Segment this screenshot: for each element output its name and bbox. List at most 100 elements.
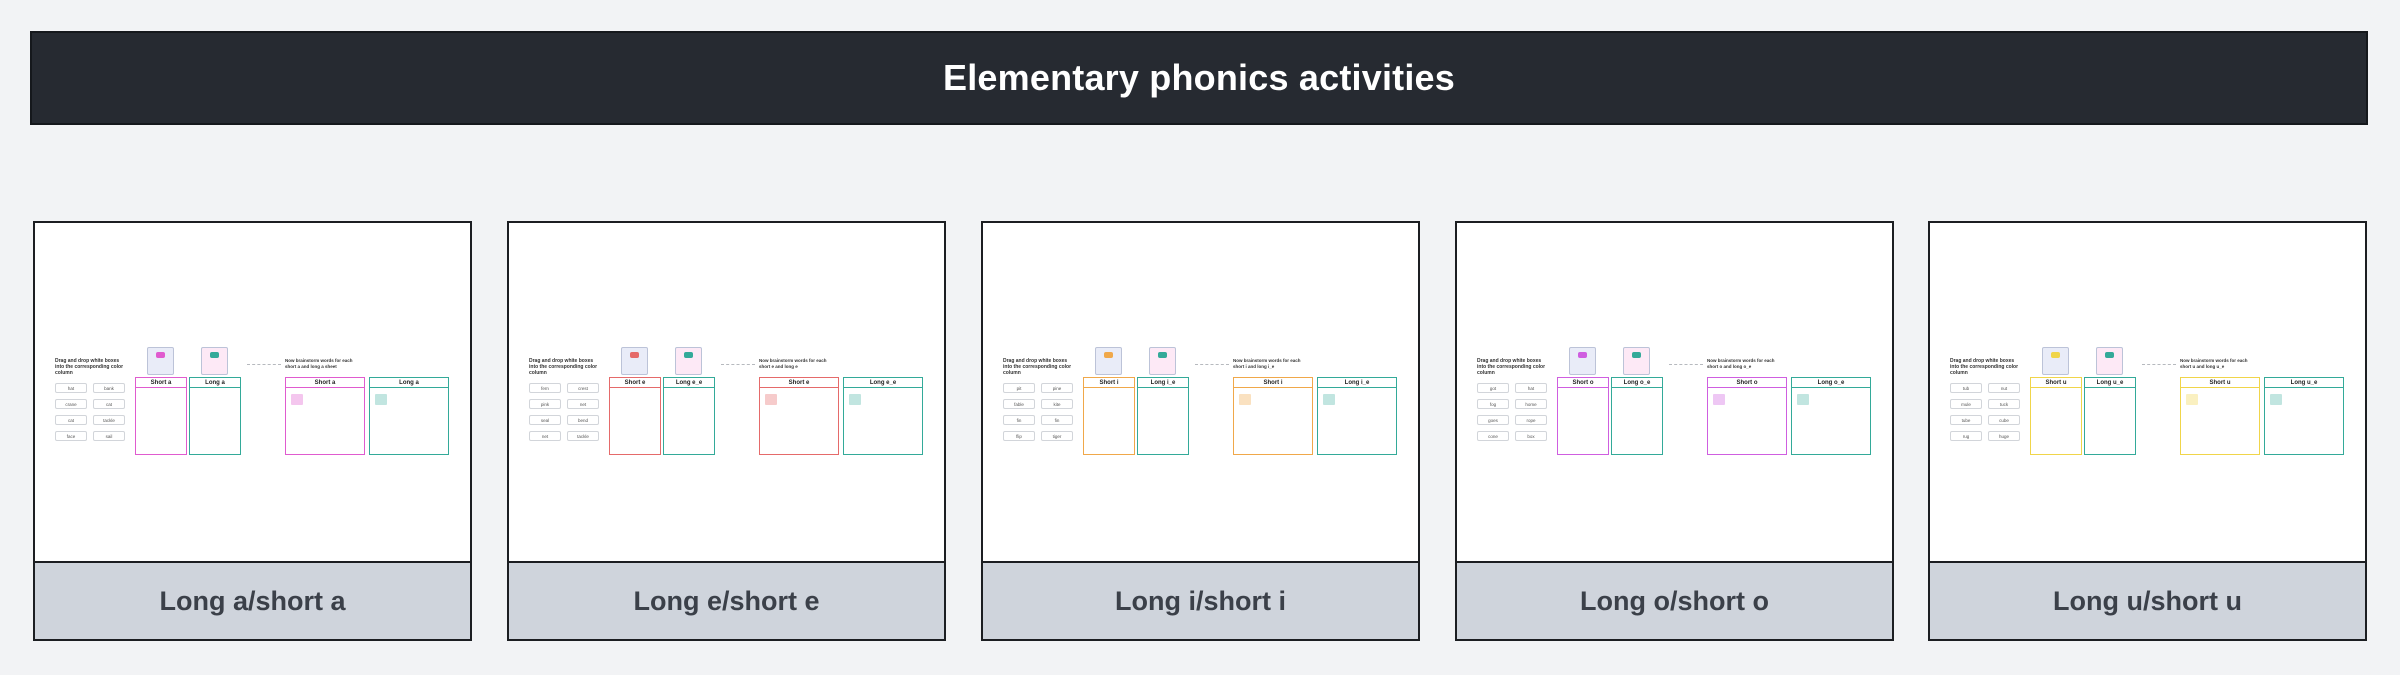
word-box[interactable]: box xyxy=(1515,431,1547,441)
sticky-note[interactable] xyxy=(849,394,861,405)
word-box[interactable]: tub xyxy=(1950,383,1982,393)
word-box[interactable]: cat xyxy=(55,415,87,425)
long-example-card xyxy=(2096,347,2123,375)
word-box[interactable]: cone xyxy=(1477,431,1509,441)
word-box[interactable]: crane xyxy=(55,399,87,409)
word-box[interactable]: huge xyxy=(1988,431,2020,441)
card-label[interactable]: Long o/short o xyxy=(1457,563,1892,639)
word-box[interactable]: fin xyxy=(1003,415,1035,425)
template-card-5[interactable]: Drag and drop white boxes into the corre… xyxy=(1928,221,2367,641)
brainstorm-short-header: Short e xyxy=(760,378,838,388)
word-box[interactable]: goes xyxy=(1477,415,1509,425)
word-box[interactable]: face xyxy=(55,431,87,441)
board-preview[interactable]: Drag and drop white boxes into the corre… xyxy=(1930,223,2365,563)
short-column[interactable]: Short o xyxy=(1557,377,1609,455)
short-column[interactable]: Short u xyxy=(2030,377,2082,455)
word-box[interactable]: rug xyxy=(1950,431,1982,441)
brainstorm-short-column[interactable]: Short e xyxy=(759,377,839,455)
long-column[interactable]: Long e_e xyxy=(663,377,715,455)
word-box[interactable]: fin xyxy=(1041,415,1073,425)
word-box[interactable]: home xyxy=(1515,399,1547,409)
card-label[interactable]: Long a/short a xyxy=(35,563,470,639)
word-box[interactable]: net xyxy=(567,399,599,409)
word-box[interactable]: mule xyxy=(1950,399,1982,409)
sticky-note[interactable] xyxy=(2186,394,2198,405)
brainstorm-short-header: Short o xyxy=(1708,378,1786,388)
sticky-note[interactable] xyxy=(1239,394,1251,405)
sticky-note[interactable] xyxy=(375,394,387,405)
word-box[interactable]: cat xyxy=(93,399,125,409)
word-box[interactable]: flip xyxy=(1003,431,1035,441)
brainstorm-long-column[interactable]: Long o_e xyxy=(1791,377,1871,455)
brainstorm-short-column[interactable]: Short i xyxy=(1233,377,1313,455)
sticky-note[interactable] xyxy=(1323,394,1335,405)
word-box[interactable]: tuck xyxy=(1988,399,2020,409)
word-box[interactable]: tube xyxy=(1950,415,1982,425)
brainstorm-short-header: Short i xyxy=(1234,378,1312,388)
word-box[interactable]: pit xyxy=(1003,383,1035,393)
board-preview[interactable]: Drag and drop white boxes into the corre… xyxy=(983,223,1418,563)
card-label[interactable]: Long i/short i xyxy=(983,563,1418,639)
word-box[interactable]: cube xyxy=(1988,415,2020,425)
word-box[interactable]: rope xyxy=(1515,415,1547,425)
board-preview[interactable]: Drag and drop white boxes into the corre… xyxy=(509,223,944,563)
short-column[interactable]: Short e xyxy=(609,377,661,455)
sticky-note[interactable] xyxy=(1713,394,1725,405)
word-box[interactable]: tackle xyxy=(567,431,599,441)
pin-icon xyxy=(1104,352,1113,358)
brainstorm-long-column[interactable]: Long e_e xyxy=(843,377,923,455)
word-box[interactable]: fable xyxy=(1003,399,1035,409)
template-card-3[interactable]: Drag and drop white boxes into the corre… xyxy=(981,221,1420,641)
brainstorm-short-column[interactable]: Short o xyxy=(1707,377,1787,455)
brainstorm-instruction: Now brainstorm words for each short e an… xyxy=(759,358,827,369)
long-column[interactable]: Long a xyxy=(189,377,241,455)
word-box[interactable]: hat xyxy=(1515,383,1547,393)
brainstorm-long-header: Long i_e xyxy=(1318,378,1396,388)
word-box[interactable]: nut xyxy=(1988,383,2020,393)
short-column-header: Short i xyxy=(1084,378,1134,388)
word-box[interactable]: fog xyxy=(1477,399,1509,409)
brainstorm-short-column[interactable]: Short u xyxy=(2180,377,2260,455)
brainstorm-long-column[interactable]: Long i_e xyxy=(1317,377,1397,455)
word-box[interactable]: bank xyxy=(93,383,125,393)
word-box[interactable]: pink xyxy=(529,399,561,409)
word-box[interactable]: crest xyxy=(567,383,599,393)
word-box[interactable]: bend xyxy=(567,415,599,425)
connector-line xyxy=(721,364,755,365)
template-card-1[interactable]: Drag and drop white boxes into the corre… xyxy=(33,221,472,641)
long-example-card xyxy=(675,347,702,375)
long-column-header: Long e_e xyxy=(664,378,714,388)
board-preview[interactable]: Drag and drop white boxes into the corre… xyxy=(1457,223,1892,563)
long-column[interactable]: Long i_e xyxy=(1137,377,1189,455)
brainstorm-long-column[interactable]: Long a xyxy=(369,377,449,455)
board-preview[interactable]: Drag and drop white boxes into the corre… xyxy=(35,223,470,563)
long-column[interactable]: Long o_e xyxy=(1611,377,1663,455)
short-column[interactable]: Short a xyxy=(135,377,187,455)
word-box[interactable]: tiger xyxy=(1041,431,1073,441)
word-box[interactable]: pine xyxy=(1041,383,1073,393)
template-card-2[interactable]: Drag and drop white boxes into the corre… xyxy=(507,221,946,641)
word-box[interactable]: hat xyxy=(55,383,87,393)
word-box[interactable]: sail xyxy=(93,431,125,441)
short-column[interactable]: Short i xyxy=(1083,377,1135,455)
word-box[interactable]: got xyxy=(1477,383,1509,393)
sticky-note[interactable] xyxy=(765,394,777,405)
word-box[interactable]: tackle xyxy=(93,415,125,425)
short-example-card xyxy=(1569,347,1596,375)
sticky-note[interactable] xyxy=(291,394,303,405)
template-card-4[interactable]: Drag and drop white boxes into the corre… xyxy=(1455,221,1894,641)
word-box[interactable]: seal xyxy=(529,415,561,425)
word-box[interactable]: net xyxy=(529,431,561,441)
brainstorm-short-column[interactable]: Short a xyxy=(285,377,365,455)
card-label[interactable]: Long e/short e xyxy=(509,563,944,639)
brainstorm-instruction: Now brainstorm words for each short o an… xyxy=(1707,358,1775,369)
word-box[interactable]: kite xyxy=(1041,399,1073,409)
sticky-note[interactable] xyxy=(2270,394,2282,405)
card-label[interactable]: Long u/short u xyxy=(1930,563,2365,639)
sticky-note[interactable] xyxy=(1797,394,1809,405)
word-box[interactable]: fern xyxy=(529,383,561,393)
long-column[interactable]: Long u_e xyxy=(2084,377,2136,455)
brainstorm-long-column[interactable]: Long u_e xyxy=(2264,377,2344,455)
